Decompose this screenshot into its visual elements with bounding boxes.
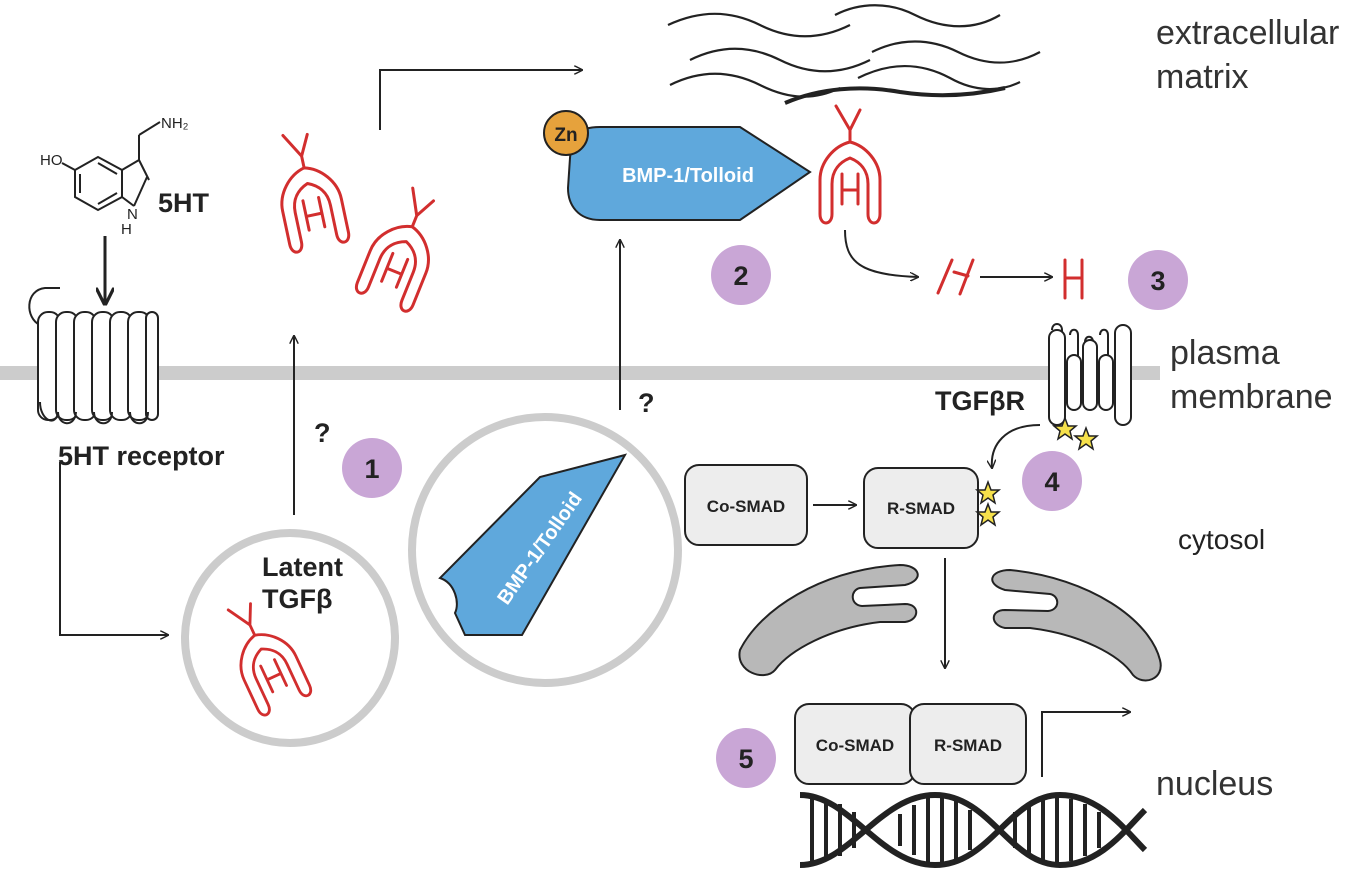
extracellular-label-line2: matrix — [1156, 58, 1249, 96]
indole-n-label: N — [127, 206, 138, 223]
indole-h-label: H — [121, 221, 132, 238]
step-1-circle — [342, 438, 402, 498]
latent-tgfb-vesicle — [181, 529, 399, 747]
step-3-circle — [1128, 250, 1188, 310]
nuclear-co-smad-label: Co-SMAD — [816, 736, 894, 755]
active-tgfb — [1063, 258, 1084, 300]
cleaved-tgfb-fragment — [936, 258, 975, 296]
nuclear-envelope — [738, 563, 1162, 682]
amine-label: NH₂ — [161, 115, 189, 132]
question-mark-secretion: ? — [314, 418, 331, 448]
release-arrow — [844, 229, 918, 277]
serotonin-receptor — [28, 287, 159, 425]
co-smad-box — [684, 464, 808, 546]
zinc-label: Zn — [554, 125, 577, 146]
to-matrix-arrow — [379, 70, 582, 130]
question-mark-enzyme: ? — [638, 388, 655, 418]
r-smad-label: R-SMAD — [887, 499, 955, 518]
transcription-arrow — [1041, 712, 1130, 777]
secreted-latent-tgfb-1 — [265, 124, 352, 255]
tgfb-receptor — [1048, 323, 1132, 426]
receptor-label: 5HT receptor — [58, 441, 225, 471]
plasma-membrane-label-line2: membrane — [1170, 378, 1333, 416]
serotonin-label: 5HT — [158, 188, 210, 218]
nucleus-label: nucleus — [1156, 765, 1273, 803]
matrix-bound-latent-tgfb — [818, 104, 882, 225]
tgfbr-label: TGFβR — [935, 386, 1025, 416]
r-smad-phosphorylation-stars — [974, 479, 1002, 527]
dna-helix — [799, 791, 1148, 869]
co-smad-label: Co-SMAD — [707, 497, 785, 516]
receptor-to-latent-arrow — [59, 462, 168, 635]
secreted-latent-tgfb-2 — [352, 180, 456, 315]
enzyme-extracellular-label: BMP-1/Tolloid — [622, 165, 754, 187]
enzyme-vesicle — [408, 413, 682, 687]
zinc-ion — [543, 110, 589, 156]
plasma-membrane-label-line1: plasma — [1170, 334, 1280, 372]
vesicle-enzyme-shape — [438, 453, 628, 636]
latent-tgfb-label-line2: TGFβ — [262, 584, 332, 614]
step-4-label: 4 — [1044, 467, 1059, 497]
step-1-label: 1 — [364, 454, 379, 484]
hydroxyl-label: HO — [40, 152, 63, 169]
step-4-circle — [1022, 451, 1082, 511]
extracellular-label-line1: extracellular — [1156, 14, 1339, 52]
receptor-phosphorylation-stars — [1051, 415, 1100, 451]
cytosol-label: cytosol — [1178, 524, 1265, 555]
latent-tgfb-label-line1: Latent — [262, 552, 343, 582]
step-3-label: 3 — [1150, 266, 1165, 296]
phosphorylation-arrow — [992, 424, 1041, 468]
step-2-circle — [711, 245, 771, 305]
step-5-label: 5 — [738, 744, 753, 774]
nuclear-r-smad-box — [909, 703, 1027, 785]
r-smad-box — [863, 467, 979, 549]
serotonin-molecule — [61, 121, 161, 212]
step-2-label: 2 — [733, 261, 748, 291]
nuclear-r-smad-label: R-SMAD — [934, 736, 1002, 755]
plasma-membrane — [0, 366, 1160, 380]
step-5-circle — [716, 728, 776, 788]
extracellular-matrix-fibers — [667, 4, 1041, 105]
